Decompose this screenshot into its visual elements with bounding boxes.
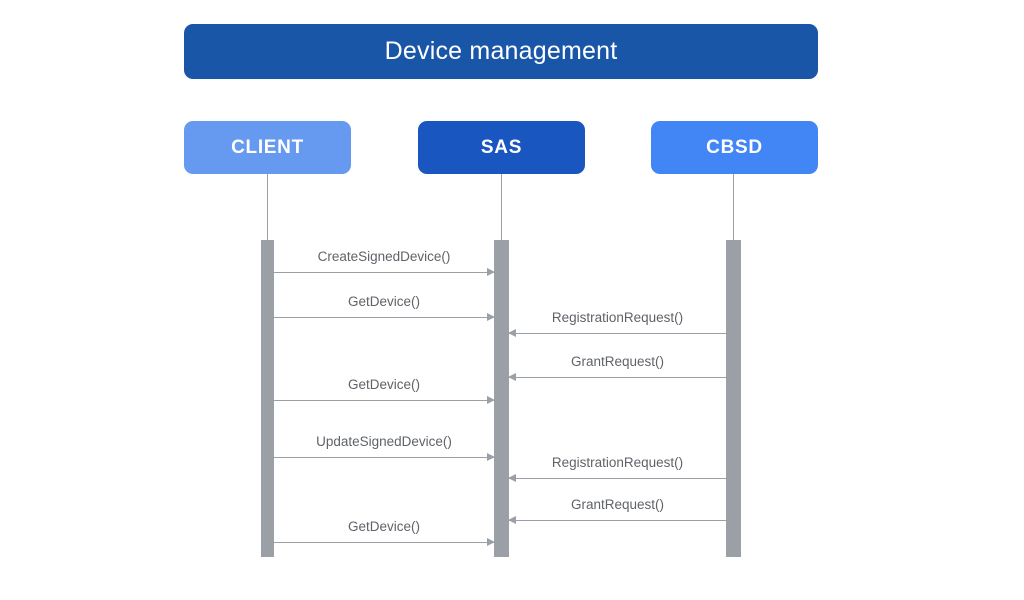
activation-bar-cbsd — [726, 240, 741, 557]
arrowhead-right-icon — [487, 453, 495, 461]
message-label: GrantRequest() — [570, 354, 665, 369]
message-line — [274, 457, 494, 458]
participant-box-sas[interactable]: SAS — [418, 121, 585, 174]
arrowhead-right-icon — [487, 268, 495, 276]
page-title: Device management — [384, 37, 618, 65]
message-line — [274, 272, 494, 273]
message-label: GrantRequest() — [570, 497, 665, 512]
participant-label-client: CLIENT — [231, 137, 304, 158]
lifeline-sas — [501, 174, 502, 241]
arrowhead-right-icon — [487, 538, 495, 546]
message-label: GetDevice() — [347, 294, 420, 309]
message-line — [509, 377, 726, 378]
message-line — [509, 520, 726, 521]
message-line — [509, 478, 726, 479]
activation-bar-sas — [494, 240, 509, 557]
lifeline-client — [267, 174, 268, 241]
participant-box-client[interactable]: CLIENT — [184, 121, 351, 174]
message-label: GetDevice() — [347, 377, 420, 392]
message-label: UpdateSignedDevice() — [316, 434, 452, 449]
lifeline-cbsd — [733, 174, 734, 241]
participant-label-sas: SAS — [480, 137, 523, 158]
message-label: RegistrationRequest() — [551, 310, 684, 325]
arrowhead-right-icon — [487, 313, 495, 321]
message-label: RegistrationRequest() — [551, 455, 684, 470]
arrowhead-left-icon — [508, 329, 516, 337]
arrowhead-left-icon — [508, 516, 516, 524]
message-line — [274, 317, 494, 318]
message-label: CreateSignedDevice() — [317, 249, 451, 264]
arrowhead-left-icon — [508, 474, 516, 482]
arrowhead-left-icon — [508, 373, 516, 381]
message-line — [274, 542, 494, 543]
participant-label-cbsd: CBSD — [706, 137, 763, 158]
activation-bar-client — [261, 240, 274, 557]
diagram-title-banner: Device management — [184, 24, 818, 79]
arrowhead-right-icon — [487, 396, 495, 404]
message-label: GetDevice() — [347, 519, 420, 534]
participant-box-cbsd[interactable]: CBSD — [651, 121, 818, 174]
message-line — [274, 400, 494, 401]
message-line — [509, 333, 726, 334]
